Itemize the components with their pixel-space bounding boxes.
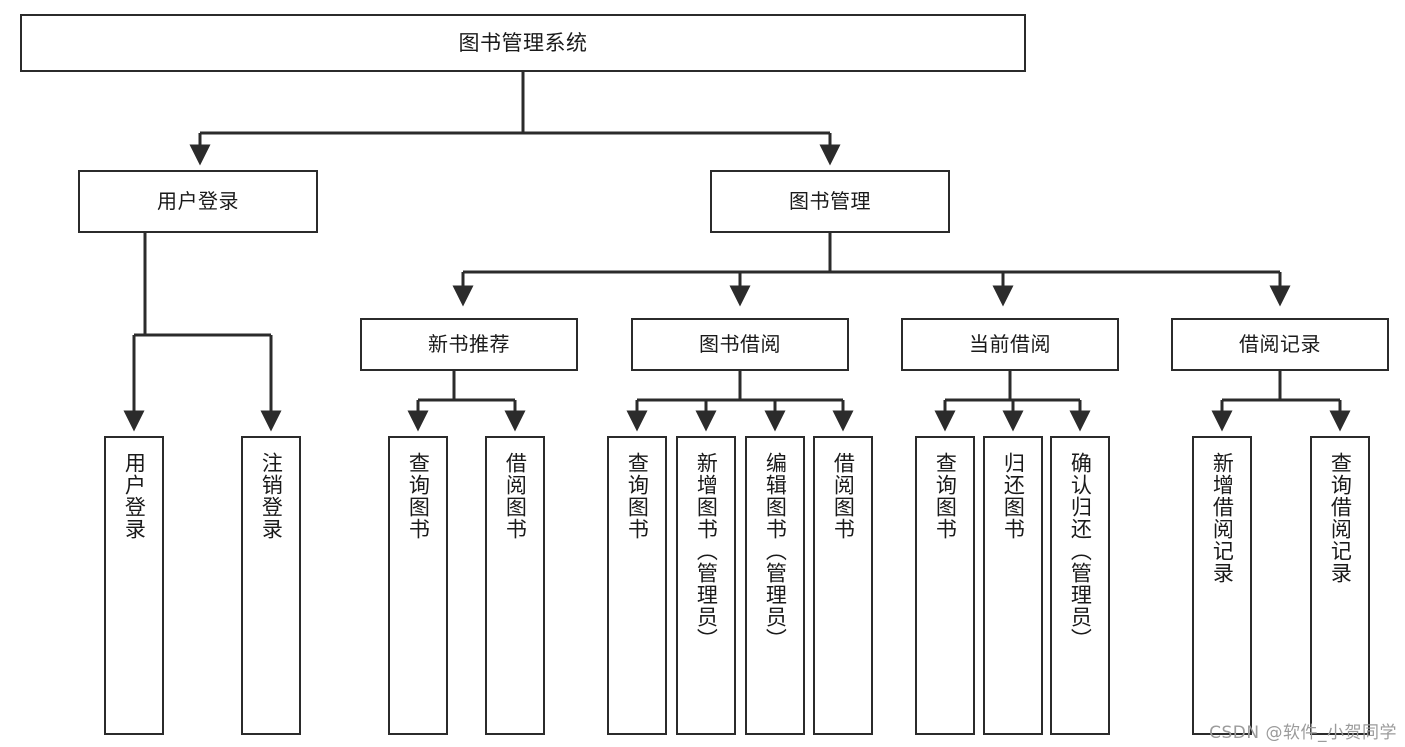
node-root[interactable]: 图书管理系统	[20, 14, 1026, 72]
leaf-query-record-label: 查询借阅记录	[1328, 452, 1353, 584]
leaf-add-record-label: 新增借阅记录	[1210, 452, 1235, 584]
leaf-query-book-3-label: 查询图书	[933, 452, 958, 540]
leaf-query-book-2-label: 查询图书	[625, 452, 650, 540]
leaf-borrow-book-2[interactable]: 借阅图书	[813, 436, 873, 735]
leaf-logout-login[interactable]: 注销登录	[241, 436, 301, 735]
node-user-login-label: 用户登录	[157, 188, 239, 213]
leaf-user-login-label: 用户登录	[122, 452, 147, 540]
leaf-query-book-1[interactable]: 查询图书	[388, 436, 448, 735]
leaf-query-record[interactable]: 查询借阅记录	[1310, 436, 1370, 735]
leaf-borrow-book-1-label: 借阅图书	[503, 452, 528, 540]
leaf-return-book[interactable]: 归还图书	[983, 436, 1043, 735]
csdn-watermark: CSDN @软件_小贺同学	[1209, 723, 1397, 743]
leaf-borrow-book-2-label: 借阅图书	[831, 452, 856, 540]
leaf-confirm-return-label: 确认归还（管理员）	[1068, 452, 1093, 650]
leaf-edit-book[interactable]: 编辑图书（管理员）	[745, 436, 805, 735]
leaf-query-book-2[interactable]: 查询图书	[607, 436, 667, 735]
node-borrow-record[interactable]: 借阅记录	[1171, 318, 1389, 371]
leaf-add-book[interactable]: 新增图书（管理员）	[676, 436, 736, 735]
node-new-book-recommend[interactable]: 新书推荐	[360, 318, 578, 371]
leaf-add-book-label: 新增图书（管理员）	[694, 452, 719, 650]
leaf-logout-login-label: 注销登录	[259, 452, 284, 540]
node-borrow-record-label: 借阅记录	[1239, 331, 1321, 356]
node-root-label: 图书管理系统	[458, 30, 588, 55]
node-book-borrow-label: 图书借阅	[699, 331, 781, 356]
leaf-add-record[interactable]: 新增借阅记录	[1192, 436, 1252, 735]
node-current-borrow-label: 当前借阅	[969, 331, 1051, 356]
leaf-user-login[interactable]: 用户登录	[104, 436, 164, 735]
leaf-query-book-1-label: 查询图书	[406, 452, 431, 540]
node-user-login[interactable]: 用户登录	[78, 170, 318, 233]
leaf-confirm-return[interactable]: 确认归还（管理员）	[1050, 436, 1110, 735]
node-new-book-recommend-label: 新书推荐	[428, 331, 510, 356]
node-current-borrow[interactable]: 当前借阅	[901, 318, 1119, 371]
leaf-borrow-book-1[interactable]: 借阅图书	[485, 436, 545, 735]
node-book-management-label: 图书管理	[789, 188, 871, 213]
leaf-edit-book-label: 编辑图书（管理员）	[763, 452, 788, 650]
leaf-query-book-3[interactable]: 查询图书	[915, 436, 975, 735]
node-book-borrow[interactable]: 图书借阅	[631, 318, 849, 371]
leaf-return-book-label: 归还图书	[1001, 452, 1026, 540]
node-book-management[interactable]: 图书管理	[710, 170, 950, 233]
